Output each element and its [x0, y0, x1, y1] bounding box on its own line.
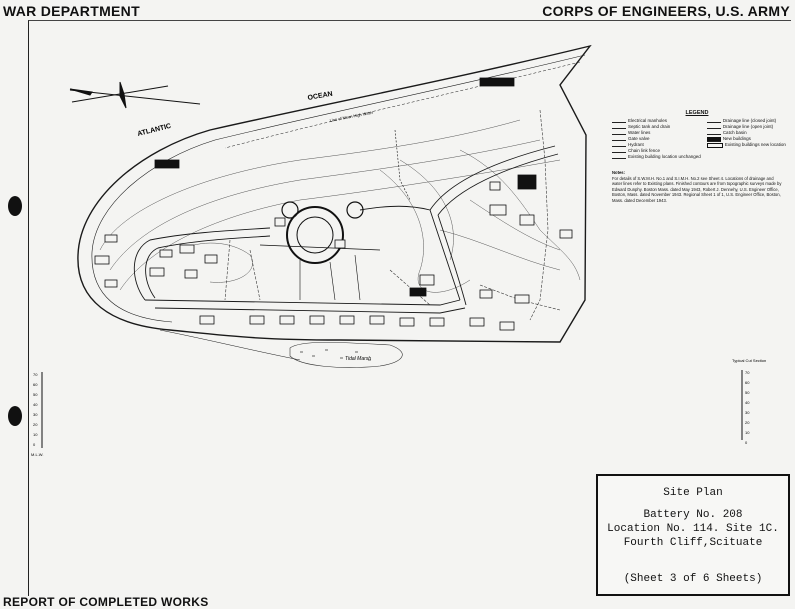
north-arrow-icon	[69, 81, 201, 109]
left-scale-tick: 10	[33, 432, 38, 437]
title-block-sheet: (Sheet 3 of 6 Sheets)	[623, 573, 763, 585]
legend-item: Drainage line (open joint)	[706, 124, 786, 130]
binder-hole-top	[8, 196, 22, 216]
legend-left-column: Electrical manholes Septic tank and drai…	[612, 118, 701, 160]
drawing-frame	[28, 20, 791, 596]
left-scale-tick: 20	[33, 422, 38, 427]
legend-item: Electrical manholes	[612, 118, 701, 124]
roads	[133, 145, 559, 314]
binder-hole-bottom	[8, 406, 22, 426]
legend-right-column: Drainage line (closed joint) Drainage li…	[706, 118, 786, 160]
legend: LEGEND Electrical manholes Septic tank a…	[612, 110, 786, 160]
footer-report: REPORT OF COMPLETED WORKS	[3, 595, 209, 609]
label-tidal-marsh: Tidal Marsh	[345, 356, 371, 362]
label-mean-high-water: Line of Mean High Water	[329, 110, 374, 123]
label-atlantic: ATLANTIC	[137, 123, 172, 138]
right-scale-tick: 0	[745, 440, 748, 445]
notes-title: Notes:	[612, 170, 626, 175]
right-scale-tick: 20	[745, 420, 750, 425]
right-scale-tick: 50	[745, 390, 750, 395]
contour-lines	[99, 119, 581, 293]
right-scale-tick: 60	[745, 380, 750, 385]
buildings	[94, 77, 573, 331]
left-scale-tick: 40	[33, 402, 38, 407]
label-ocean: OCEAN	[307, 91, 333, 102]
legend-item: Septic tank and drain	[612, 124, 701, 130]
right-scale-tick: 10	[745, 430, 750, 435]
header-war-department: WAR DEPARTMENT	[3, 3, 140, 19]
title-block-battery: Battery No. 208	[643, 509, 743, 521]
right-scale-title: Typical Cut Section	[732, 358, 766, 363]
title-block-location: Location No. 114. Site 1C.	[607, 523, 779, 535]
notes-text: For details of S.W.M.H. No.1 and S.I.M.H…	[612, 175, 782, 203]
legend-title: LEGEND	[685, 110, 709, 116]
legend-item: Drainage line (closed joint)	[706, 118, 786, 124]
legend-item: Existing buildings new location	[706, 142, 786, 148]
right-scale-tick: 40	[745, 400, 750, 405]
right-scale: Typical Cut Section 70 60 50 40 30 20 10…	[732, 358, 766, 445]
title-block-place: Fourth Cliff,Scituate	[623, 537, 763, 549]
title-block-title: Site Plan	[663, 487, 723, 499]
legend-item: Gate valve	[612, 136, 701, 142]
left-scale-tick: 0	[33, 442, 36, 447]
right-scale-tick: 70	[745, 370, 750, 375]
legend-item: New buildings	[706, 136, 786, 142]
left-scale-tick: 70	[33, 372, 38, 377]
legend-item: Existing building location unchanged	[612, 154, 701, 160]
battery-emplacement	[259, 129, 411, 301]
left-scale-tick: 60	[33, 382, 38, 387]
legend-item: Hydrant	[612, 142, 701, 148]
left-scale-caption: M.L.W.	[31, 452, 43, 457]
notes: Notes: For details of S.W.M.H. No.1 and …	[612, 170, 782, 203]
left-scale-tick: 50	[33, 392, 38, 397]
legend-item: Catch basin	[706, 130, 786, 136]
legend-item: Water lines	[612, 130, 701, 136]
legend-item: Chain link fence	[612, 148, 701, 154]
utility-lines	[224, 109, 561, 321]
right-scale-tick: 30	[745, 410, 750, 415]
tidal-marsh	[289, 342, 403, 368]
title-block: Site Plan Battery No. 208 Location No. 1…	[596, 474, 790, 596]
coastline	[77, 44, 592, 361]
left-scale-tick: 30	[33, 412, 38, 417]
left-scale: 70 60 50 40 30 20 10 0 M.L.W.	[31, 372, 43, 457]
header-corps-of-engineers: CORPS OF ENGINEERS, U.S. ARMY	[542, 3, 790, 19]
